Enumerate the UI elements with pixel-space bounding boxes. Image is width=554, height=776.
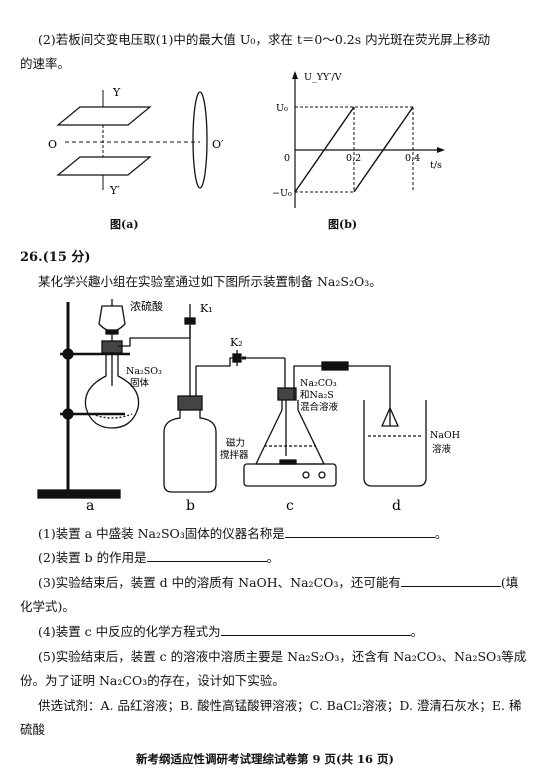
q25-part2-line2: 的速率。 — [20, 56, 71, 71]
q26-p4-end: 。 — [410, 624, 424, 639]
q26-reagents-line1: 供选试剂：A. 品红溶液；B. 酸性高锰酸钾溶液；C. BaCl₂溶液；D. 澄… — [38, 698, 522, 713]
page-footer: 新考纲适应性调研考试理综试卷第 9 页(共 16 页) — [136, 752, 394, 766]
label-naoh-1: NaOH — [430, 430, 460, 441]
tick-neg-u0: −U₀ — [272, 188, 292, 199]
label-solid: 固体 — [130, 377, 150, 389]
label-a: a — [86, 498, 94, 514]
q26-p1: (1)装置 a 中盛装 Na₂SO₃固体的仪器名称是 — [38, 526, 285, 541]
tick-0-2: 0.2 — [346, 153, 361, 164]
label-na2so3: Na₂SO₃ — [126, 366, 162, 377]
label-y-prime: Y′ — [109, 184, 120, 197]
x-axis-label: t/s — [430, 160, 442, 171]
q26-p5-line1: (5)实验结束后，装置 c 的溶液中溶质主要是 Na₂S₂O₃，还含有 Na₂C… — [38, 649, 527, 664]
label-naoh-2: 溶液 — [432, 443, 452, 455]
answer-blank-2[interactable] — [146, 549, 267, 562]
q26-p5-line2: 份。为了证明 Na₂CO₃的存在，设计如下实验。 — [20, 673, 285, 688]
q26-p2-end: 。 — [266, 550, 280, 565]
label-c: c — [286, 498, 294, 514]
label-b: b — [186, 498, 195, 514]
label-mix-2: 和Na₂S — [300, 390, 334, 401]
q26-p4: (4)装置 c 中反应的化学方程式为 — [38, 624, 221, 639]
answer-blank-4[interactable] — [220, 623, 411, 636]
label-k1: K₁ — [200, 302, 213, 315]
figure-b-voltage-graph: U_YY′/V t/s U₀ −U₀ 0 0.2 0.4 — [272, 71, 445, 208]
tick-0-4: 0.4 — [405, 153, 420, 164]
figure-a-deflection-plates: Y Y′ O O′ — [48, 86, 224, 197]
q26-p1-end: 。 — [434, 526, 448, 541]
label-stirrer-2: 搅拌器 — [220, 449, 249, 461]
apparatus-diagram: 浓硫酸 K₁ K₂ Na₂SO₃ 固体 Na₂CO₃ 和Na₂S 混合溶液 磁力… — [37, 299, 460, 514]
q26-p3-row: (3)实验结束后，装置 d 中的溶质有 NaOH、Na₂CO₃，还可能有 (填 — [38, 574, 518, 592]
q26-p2-row: (2)装置 b 的作用是 。 — [38, 549, 279, 567]
label-mix-1: Na₂CO₃ — [300, 378, 337, 389]
answer-blank-3[interactable] — [400, 574, 501, 587]
figure-b-caption: 图(b) — [328, 218, 358, 231]
label-d: d — [392, 498, 401, 514]
q26-header: 26.(15 分) — [20, 250, 91, 265]
q26-p3-line2: 化学式)。 — [20, 599, 75, 614]
y-axis-label: U_YY′/V — [304, 72, 342, 83]
label-y: Y — [112, 86, 121, 99]
q26-reagents-line2: 硫酸 — [20, 722, 46, 737]
label-o: O — [48, 138, 57, 151]
tick-0: 0 — [284, 153, 290, 164]
figure-a-caption: 图(a) — [110, 218, 139, 231]
label-mix-3: 混合溶液 — [300, 401, 339, 413]
label-stirrer-1: 磁力 — [226, 437, 245, 449]
q26-intro: 某化学兴趣小组在实验室通过如下图所示装置制备 Na₂S₂O₃。 — [38, 274, 382, 289]
label-o-prime: O′ — [212, 138, 224, 151]
answer-blank-1[interactable] — [284, 525, 435, 538]
label-conc-h2so4: 浓硫酸 — [130, 299, 163, 313]
q26-p2: (2)装置 b 的作用是 — [38, 550, 147, 565]
q26-p3-end: (填 — [500, 575, 519, 590]
q26-p3: (3)实验结束后，装置 d 中的溶质有 NaOH、Na₂CO₃，还可能有 — [38, 575, 401, 590]
q25-part2-line1: (2)若板间交变电压取(1)中的最大值 U₀，求在 t＝0～0.2s 内光斑在荧… — [38, 32, 491, 47]
q26-p4-row: (4)装置 c 中反应的化学方程式为 。 — [38, 623, 423, 641]
q26-p1-row: (1)装置 a 中盛装 Na₂SO₃固体的仪器名称是 。 — [38, 525, 447, 543]
tick-u0: U₀ — [276, 103, 288, 114]
label-k2: K₂ — [230, 336, 243, 349]
